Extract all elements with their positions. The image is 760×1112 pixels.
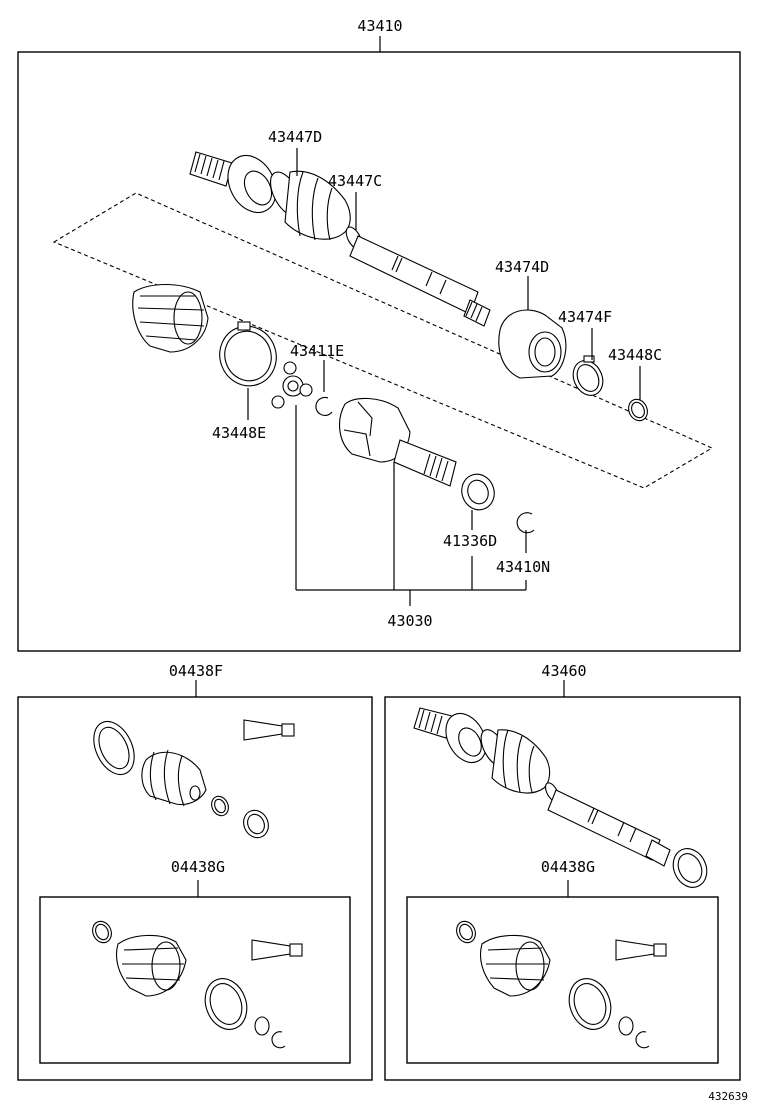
- label-outer-boot-kit: 04438F: [169, 662, 223, 680]
- label-dust-cover: 43474D: [495, 258, 549, 276]
- outer-boot-kit-frame: 04438F: [17, 662, 373, 1081]
- spare-shaft-parts: [413, 707, 708, 888]
- label-hole-snap-ring: 41336D: [443, 532, 497, 550]
- dust-seal-ring: [572, 355, 604, 396]
- label-inner-boot-kit-right: 04438G: [541, 858, 595, 876]
- hole-snap-ring-seal: [461, 473, 495, 511]
- tripod-joint: [271, 361, 313, 409]
- label-inner-clamp-small: 43448C: [608, 346, 662, 364]
- inboard-kit-outline: [52, 192, 714, 489]
- inner-boot: [132, 284, 209, 353]
- label-outer-boot-clamp-small: 43447C: [328, 172, 382, 190]
- inner-boot-kit-right-frame: 04438G: [406, 858, 719, 1064]
- inner-boot-kit-left-parts: [92, 920, 303, 1049]
- spare-shaft-assembly-frame: 43460: [384, 662, 741, 1081]
- inner-clamp-big: [219, 321, 277, 387]
- label-inner-clamp-big: 43448E: [212, 424, 266, 442]
- label-inner-boot-kit-left: 04438G: [171, 858, 225, 876]
- label-shaft-snap-ring: 43410N: [496, 558, 550, 576]
- outer-boot-kit-parts: [93, 719, 295, 839]
- outer-joint-shaft: [189, 151, 491, 327]
- inner-clamp-small: [628, 398, 648, 422]
- inner-boot-kit-left-frame: 04438G: [39, 858, 351, 1064]
- label-outer-boot-clamp-big: 43447D: [268, 128, 322, 146]
- label-inboard-joint: 43030: [387, 612, 432, 630]
- leader-lines-main: [247, 148, 641, 606]
- figure-number: 432639: [708, 1090, 748, 1103]
- label-main-assembly: 43410: [357, 17, 402, 35]
- tripod-snap-ring: [315, 396, 333, 416]
- label-spare-shaft-assembly: 43460: [541, 662, 586, 680]
- main-assembly-frame: 43410: [17, 17, 741, 652]
- label-dust-seal-ring: 43474F: [558, 308, 612, 326]
- inboard-joint: [339, 397, 457, 487]
- shaft-snap-ring: [516, 512, 535, 534]
- dust-cover: [498, 309, 567, 379]
- label-tripod-joint: 43411E: [290, 342, 344, 360]
- inner-boot-kit-right-parts: [456, 920, 667, 1049]
